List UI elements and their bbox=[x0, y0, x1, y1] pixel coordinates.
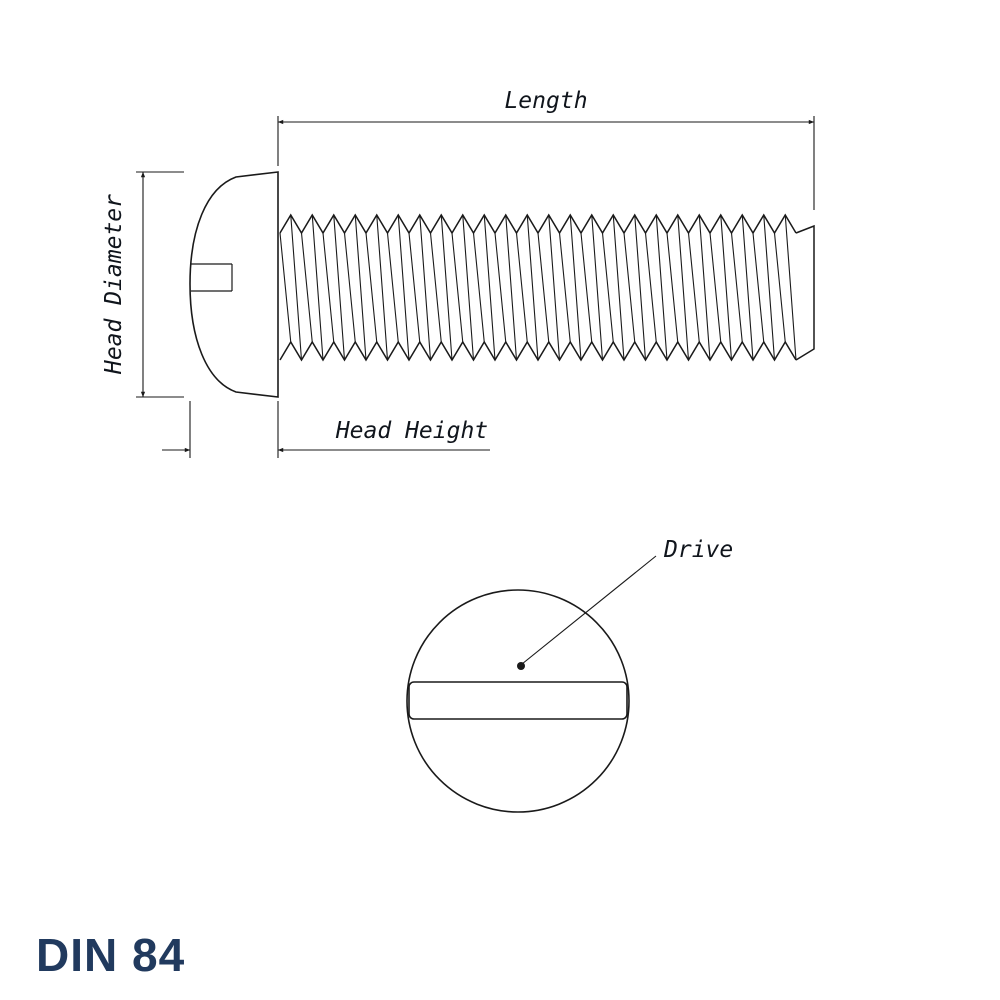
head-diameter-dimension: Head Diameter bbox=[101, 171, 184, 398]
head-slot-lines bbox=[191, 263, 233, 292]
length-dimension: Length bbox=[277, 88, 815, 210]
bottom-view: Drive bbox=[406, 537, 733, 813]
length-extension-lines bbox=[277, 116, 815, 210]
head-height-label: Head Height bbox=[335, 418, 488, 444]
thread-lines bbox=[279, 214, 797, 361]
head-height-dimension: Head Height bbox=[162, 401, 490, 458]
thread-lines bbox=[279, 213, 797, 235]
drive-leader-line bbox=[521, 555, 657, 665]
drive-leader-dot bbox=[517, 662, 525, 670]
drive-label: Drive bbox=[663, 537, 733, 563]
thread-pattern bbox=[279, 213, 815, 362]
drive-slot bbox=[408, 681, 628, 720]
length-label: Length bbox=[504, 88, 587, 114]
head-diameter-label: Head Diameter bbox=[101, 194, 127, 375]
head-height-extension-lines bbox=[189, 401, 279, 458]
page-title: DIN 84 bbox=[36, 929, 186, 981]
screw-head-outline bbox=[189, 171, 279, 398]
thread-lines bbox=[795, 224, 815, 361]
side-view bbox=[189, 171, 815, 398]
